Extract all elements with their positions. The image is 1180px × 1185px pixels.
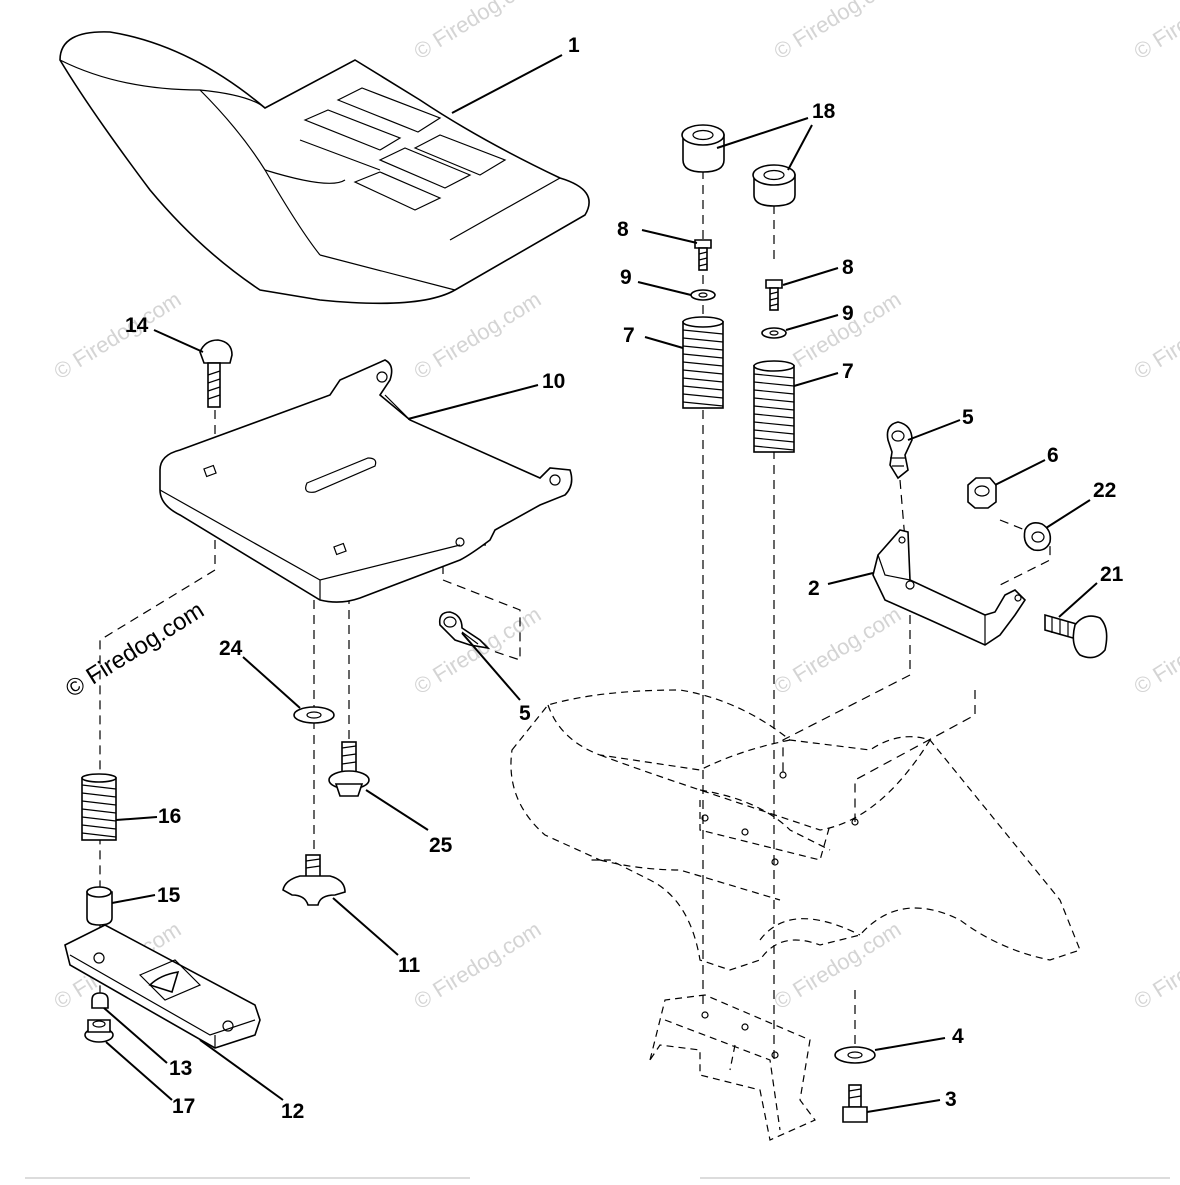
bushing-15 [86,886,113,926]
callout-4: 4 [952,1025,964,1048]
nut-22 [1023,522,1052,552]
frame-hole [741,828,749,836]
callout-numbers: 1 18 8 8 9 9 7 7 14 10 5 6 22 2 21 24 5 … [125,34,1124,1123]
callout-9: 9 [842,302,854,325]
callout-22: 22 [1093,479,1116,502]
callout-13: 13 [169,1057,192,1080]
callout-10: 10 [542,370,565,393]
bolt-8a [694,239,712,271]
frame-hole [771,858,779,866]
callout-2: 2 [808,577,820,600]
seat-pan [159,359,573,603]
frame-hole [741,1023,749,1031]
frame-hole [701,1011,709,1019]
tractor-frame-outline [510,689,1081,1141]
callout-25: 25 [429,834,453,857]
callout-11: 11 [398,954,421,977]
stud-13 [91,992,109,1009]
washer-9b [761,327,787,339]
callout-7: 7 [623,324,635,347]
washer-24 [293,706,335,724]
callout-21: 21 [1100,563,1124,586]
seat [59,31,590,305]
carriage-bolt [199,339,233,408]
callout-9: 9 [620,266,632,289]
spring-16 [81,773,117,841]
callout-3: 3 [945,1088,957,1111]
spacer-18a [681,124,725,173]
watermark-main: © Firedog.com [61,597,209,703]
watermark: © Firedog.com [1129,286,1180,384]
callout-18: 18 [812,100,836,123]
callout-8: 8 [842,256,854,279]
spring-7b [753,360,795,453]
frame-hole [701,814,709,822]
callout-12: 12 [281,1100,304,1123]
callout-16: 16 [158,805,181,828]
bolt-3 [842,1084,868,1123]
watermark: © Firedog.com [769,916,905,1014]
watermark: © Firedog.com [1129,0,1180,64]
callout-5: 5 [962,406,974,429]
callout-17: 17 [172,1095,195,1118]
watermark: © Firedog.com [769,601,905,699]
bolt-21 [1044,613,1108,659]
callout-7: 7 [842,360,854,383]
washer-4 [834,1046,876,1064]
spring-7a [682,316,724,409]
watermark: © Firedog.com [1129,916,1180,1014]
watermark: © Firedog.com [1129,601,1180,699]
knob-11 [282,854,346,906]
bolt-8b [765,279,783,311]
clip-5b [438,611,491,650]
washer-9a [690,289,716,301]
callout-15: 15 [157,884,181,907]
frame-hole [771,1051,779,1059]
watermark: © Firedog.com [409,916,545,1014]
callout-8: 8 [617,218,629,241]
callout-14: 14 [125,314,149,337]
watermark: © Firedog.com [409,286,545,384]
callout-6: 6 [1047,444,1059,467]
watermark: © Firedog.com [769,0,905,64]
bracket-2 [872,529,1027,646]
plate-12 [64,924,261,1049]
callout-1: 1 [568,34,580,57]
clip-5a [886,421,913,480]
nut-17 [84,1019,114,1043]
assembly-lines [99,170,1051,1060]
bolt-25 [328,741,370,797]
callout-24: 24 [219,637,243,660]
leader-lines [103,54,1098,1113]
spacer-18b [752,164,796,207]
watermark: © Firedog.com [409,0,545,64]
nut-6 [967,477,997,509]
callout-5: 5 [519,702,531,725]
frame-hole [779,771,787,779]
